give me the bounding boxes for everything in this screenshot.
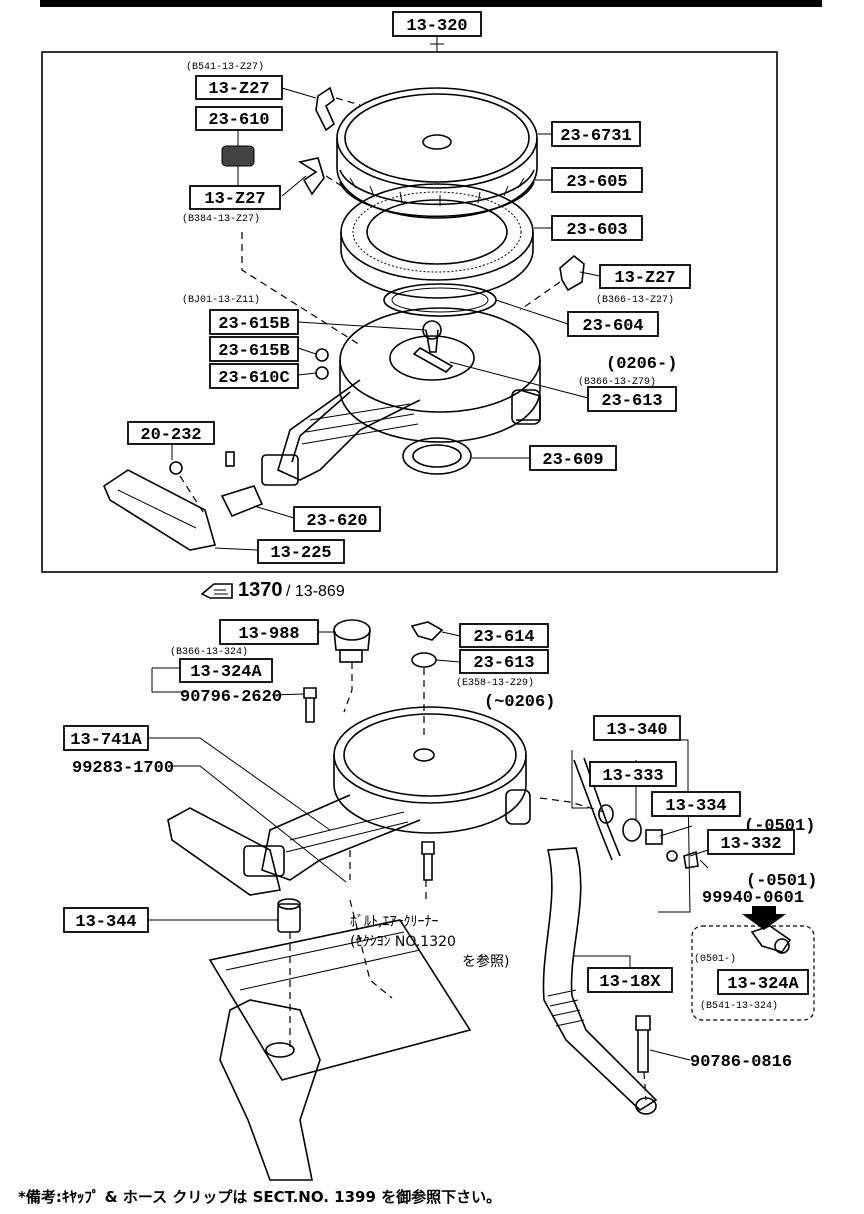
hose-741a-label: 13-741A [70, 731, 142, 750]
jp-bolt-note: ﾎﾞﾙﾄ,ｴｱｰｸﾘｰﾅｰ [350, 914, 438, 930]
part-99940-label: 99940-0601 [702, 889, 804, 908]
clip-top-drawing [315, 86, 335, 132]
ref-bj01: (BJ01-13-Z11) [182, 294, 260, 306]
ring-605-label: 23-605 [566, 173, 627, 192]
range-0501-b: (-0501) [746, 872, 817, 891]
assembly-label: 13-320 [406, 17, 467, 36]
ref-1370: 1370 [238, 579, 283, 601]
washer-610c-label: 23-610C [218, 369, 289, 388]
pad-610-drawing [221, 145, 255, 167]
part-332-label: 13-332 [720, 835, 781, 854]
pad-label: 23-610 [208, 111, 269, 130]
lower-duct-drawing [167, 807, 281, 896]
clip-left-label: 13-Z27 [204, 190, 265, 209]
gasket-609-label: 23-609 [542, 451, 603, 470]
ref-b366-324: (B366-13-324) [170, 646, 248, 658]
housing-drawing [261, 307, 541, 486]
nut-613-bottom-label: 23-613 [473, 654, 534, 673]
seal-604-label: 23-604 [582, 317, 643, 336]
arrow-down-icon [742, 906, 786, 930]
valve-988-drawing [333, 619, 371, 663]
clip-right-ref: (B366-13-Z27) [596, 294, 674, 306]
bolt-615b-a-label: 23-615B [218, 315, 289, 334]
bolt-90796-drawing [303, 687, 317, 723]
clip-left-ref: (B384-13-Z27) [182, 213, 260, 225]
ref-b541-324: (B541-13-324) [700, 1000, 778, 1012]
mount-344-label: 13-344 [75, 913, 136, 932]
parts-333-332-drawing [622, 818, 699, 869]
bracket-620-label: 23-620 [306, 512, 367, 531]
part-324a-b-label: 13-324A [727, 975, 799, 994]
jp-refer-note: を参照) [462, 953, 509, 970]
top-border [40, 0, 822, 7]
part-99283-label: 99283-1700 [72, 759, 174, 778]
mount-344-drawing [277, 898, 301, 933]
sub-324a-label: 13-324A [190, 663, 262, 682]
stud-drawing [421, 841, 435, 881]
duct-225-label: 13-225 [270, 544, 331, 563]
valve-988-label: 13-988 [238, 625, 299, 644]
clip-left-drawing [297, 157, 325, 196]
part-333-label: 13-333 [602, 767, 663, 786]
clip-top-ref: (B541-13-Z27) [186, 61, 264, 73]
bolt-20-232-label: 20-232 [140, 426, 201, 445]
detail-box [691, 925, 815, 1021]
duct-225-drawing [103, 469, 217, 551]
nut-613-top-label: 23-613 [601, 392, 662, 411]
element-drawing [340, 183, 534, 299]
gasket-609-drawing [402, 437, 472, 475]
footer-note: *備考:ｷﾔｯﾌﾟ & ホース クリップは SECT.NO. 1399 を御参照… [18, 1188, 501, 1206]
bolt-90786-drawing [635, 1015, 651, 1073]
lower-housing-drawing [243, 706, 531, 881]
hand-pointer-icon [200, 583, 233, 599]
hose-18x-label: 13-18X [599, 973, 661, 992]
part-334-label: 13-334 [665, 797, 726, 816]
bolt-324a-detail-drawing [750, 925, 792, 954]
clip-right-label: 13-Z27 [614, 269, 675, 288]
bolt-615b-b-label: 23-615B [218, 342, 289, 361]
hose-340-label: 13-340 [606, 721, 667, 740]
bolt-90786-label: 90786-0816 [690, 1053, 792, 1072]
clip-top-label: 13-Z27 [208, 80, 269, 99]
range-0206-plus: (0206-) [606, 355, 677, 374]
bracket-620-drawing [169, 451, 264, 518]
element-label: 23-603 [566, 221, 627, 240]
ref-b366-z79: (B366-13-Z79) [578, 376, 656, 388]
upper-frame [41, 51, 778, 573]
jp-section-note: (ｾｸｼﾖﾝ NO.1320 [350, 934, 456, 950]
ref-13-869: / 13-869 [286, 583, 345, 600]
ref-e358: (E358-13-Z29) [456, 677, 534, 689]
clip-right-drawing [559, 254, 585, 292]
air-cleaner-cover-drawing [336, 87, 538, 219]
ring-605-drawing [339, 169, 535, 218]
engine-block-drawing [208, 919, 472, 1181]
bolt-90796-label: 90796-2620 [180, 688, 282, 707]
cover-label: 23-6731 [560, 127, 631, 146]
range-0501-plus: (0501-) [694, 953, 736, 965]
range-0206-minus: (~0206) [484, 693, 555, 712]
wingnut-614-label: 23-614 [473, 628, 534, 647]
